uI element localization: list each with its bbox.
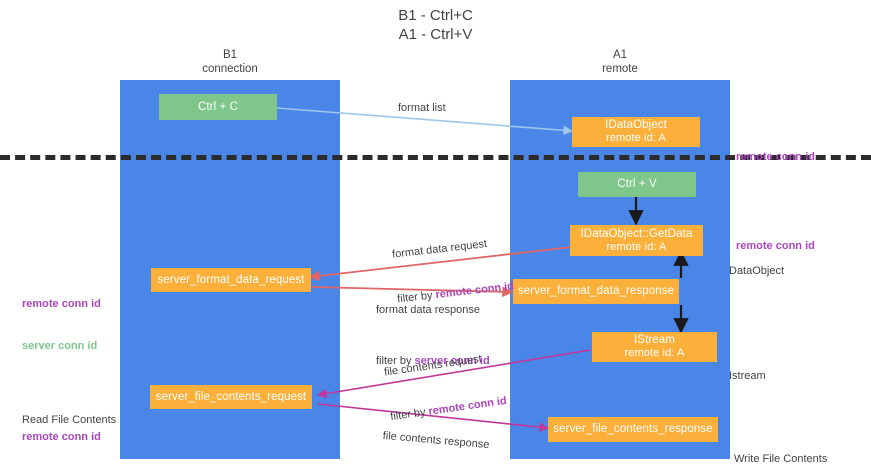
- node-istream-line1: IStream: [634, 334, 675, 346]
- node-ctrl-c[interactable]: Ctrl + C: [159, 94, 277, 120]
- node-getdata-line1: IDataObject::GetData: [580, 227, 693, 240]
- node-idataobject-line2: remote id: A: [606, 132, 666, 144]
- annotation-istream: Istream: [729, 370, 766, 382]
- edge-label-file-contents-response: file contents response filter by server …: [375, 399, 499, 467]
- page-title: B1 - Ctrl+C A1 - Ctrl+V: [398, 7, 473, 43]
- edge-label-fdr-line1: format data request: [391, 238, 488, 261]
- annotation-conn-ids-bottom: remote conn id server conn id: [22, 431, 101, 443]
- edge-label-fdresp-line2: filter by server conn id: [376, 355, 490, 367]
- edge-label-format-list: format list: [398, 102, 446, 114]
- edge-label-format-data-response: format data response filter by server co…: [376, 273, 490, 399]
- node-ctrl-c-label: Ctrl + C: [197, 100, 239, 113]
- node-idataobject[interactable]: IDataObject remote id: A: [572, 117, 700, 147]
- edge-label-fdresp-line1: format data response: [376, 304, 480, 316]
- node-fmt-req-label: server_format_data_request: [157, 273, 305, 286]
- node-idataobject-line1: IDataObject: [605, 119, 667, 131]
- annotation-dataobject: DataObject: [729, 265, 785, 277]
- node-fmt-resp-label: server_format_data_response: [517, 285, 675, 297]
- annotation-read-file-contents: Read File Contents: [22, 414, 117, 426]
- node-istream[interactable]: IStream remote id: A: [592, 332, 717, 362]
- lane-header-a1: A1 remote: [602, 49, 638, 75]
- lane-header-b1: B1 connection: [202, 49, 258, 75]
- node-server-file-contents-response[interactable]: server_file_contents_response: [548, 417, 718, 442]
- edge-label-fcr-line1: file contents request: [383, 352, 483, 379]
- node-file-resp-label: server_file_contents_response: [553, 423, 713, 435]
- annotation-remote-conn-id-middle: remote conn id: [736, 240, 815, 252]
- section-divider: [0, 155, 871, 160]
- edge-label-fcresp-line1: file contents response: [382, 429, 490, 452]
- node-server-format-data-response[interactable]: server_format_data_response: [513, 279, 679, 304]
- node-server-format-data-request[interactable]: server_format_data_request: [151, 268, 311, 292]
- node-istream-line2: remote id: A: [624, 347, 685, 359]
- node-getdata-line2: remote id: A: [606, 240, 667, 253]
- node-file-req-label: server_file_contents_request: [155, 390, 307, 403]
- node-ctrl-v[interactable]: Ctrl + V: [578, 172, 696, 197]
- node-server-file-contents-request[interactable]: server_file_contents_request: [150, 385, 312, 409]
- annotation-conn-ids-middle: remote conn id server conn id: [22, 298, 101, 352]
- annotation-remote-conn-id-top: remote conn id: [736, 151, 815, 163]
- node-idataobject-getdata[interactable]: IDataObject::GetData remote id: A: [570, 225, 703, 256]
- annotation-write-file-contents: Write File Contents: [734, 453, 828, 465]
- node-ctrl-v-label: Ctrl + V: [617, 178, 657, 190]
